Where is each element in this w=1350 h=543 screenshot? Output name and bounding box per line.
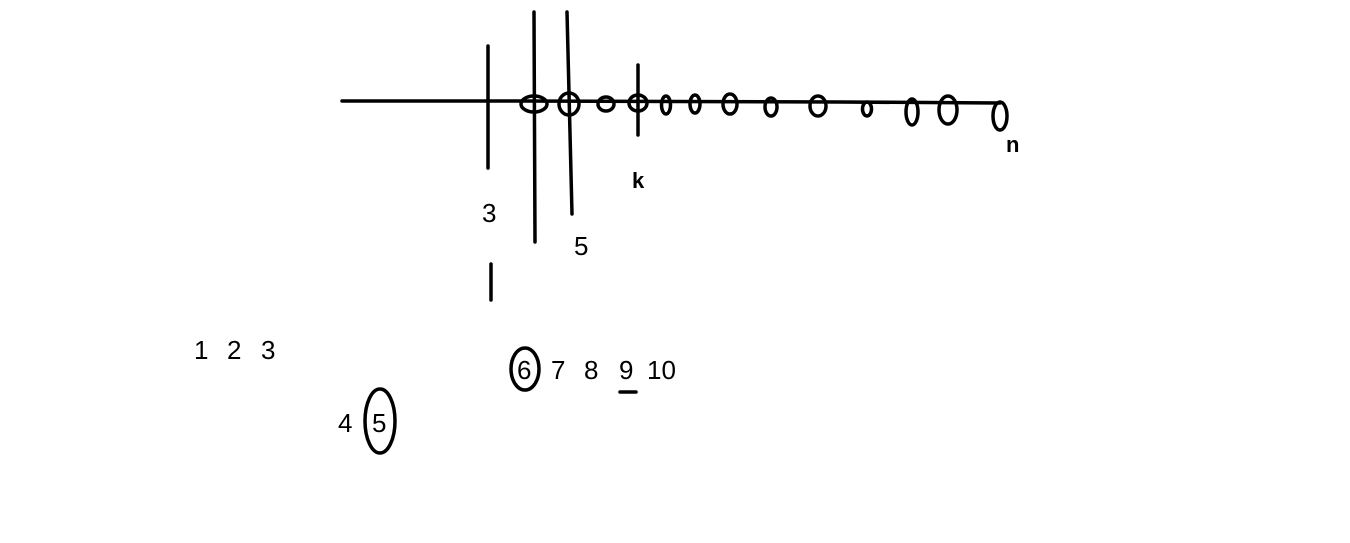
sequence-number: 2 <box>227 335 242 365</box>
label-3: 3 <box>482 198 497 228</box>
sequence-number: 10 <box>647 355 676 385</box>
oval-mark <box>991 100 1009 132</box>
oval-mark <box>937 94 959 126</box>
marker-line-tall-b <box>565 10 574 216</box>
sequence-number: 1 <box>194 335 209 365</box>
oval-mark <box>808 94 828 118</box>
oval-mark <box>659 94 673 116</box>
marker-line-tall-a <box>532 10 537 244</box>
oval-mark <box>860 100 874 118</box>
sequence-number-circled: 6 <box>517 355 532 385</box>
sequence-number-underlined: 9 <box>619 355 634 385</box>
label-n: n <box>1006 132 1020 157</box>
oval-mark <box>688 93 702 115</box>
oval-mark <box>519 94 549 114</box>
oval-mark <box>557 91 581 117</box>
circle-around-5 <box>363 387 397 455</box>
label-5: 5 <box>574 231 589 261</box>
sequence-number: 4 <box>338 408 353 438</box>
label-k: k <box>632 168 645 193</box>
number-line-axis <box>340 99 1002 105</box>
oval-mark <box>596 95 616 113</box>
oval-mark <box>904 97 920 127</box>
sequence-number-circled: 5 <box>372 408 387 438</box>
oval-mark <box>721 92 739 116</box>
circle-around-6 <box>509 346 541 392</box>
oval-mark <box>763 96 779 118</box>
sequence-number: 8 <box>584 355 599 385</box>
oval-mark <box>627 93 649 113</box>
sequence-number: 7 <box>551 355 566 385</box>
sequence-number: 3 <box>261 335 276 365</box>
